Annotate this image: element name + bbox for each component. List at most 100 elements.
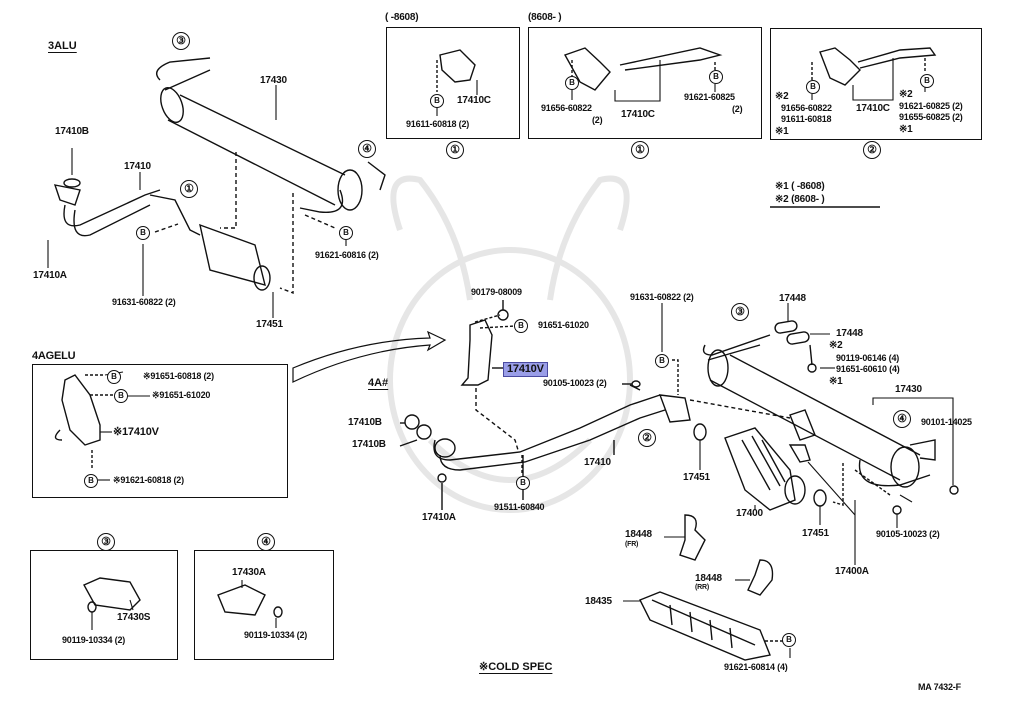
part-label-91656-60822[interactable]: 91656-60822 — [781, 103, 832, 113]
part-label-18435[interactable]: 18435 — [585, 596, 612, 607]
part-label-17400a[interactable]: 17400A — [835, 566, 869, 577]
part-label-17448[interactable]: 17448 — [779, 293, 806, 304]
bolt-marker-icon: B — [782, 633, 796, 647]
muffler-3alu — [156, 57, 386, 214]
watermark-emblem — [387, 175, 633, 513]
position-label-rr: (RR) — [695, 584, 709, 591]
diagram-reference: MA 7432-F — [918, 682, 961, 692]
bolt-marker-icon: B — [107, 370, 121, 384]
part-label-17430a[interactable]: 17430A — [232, 567, 266, 578]
part-label-17410c[interactable]: 17410C — [856, 103, 890, 114]
part-label-17410c[interactable]: 17410C — [621, 109, 655, 120]
part-label-90105-10023[interactable]: 90105-10023 (2) — [876, 529, 940, 539]
part-label-17430s[interactable]: 17430S — [117, 612, 151, 623]
part-label-18448-fr[interactable]: 18448 — [625, 529, 652, 540]
section-title-4agelu: 4AGELU — [32, 350, 76, 362]
part-label-91651-61020[interactable]: ※91651-61020 — [152, 390, 211, 400]
callout-1-early: ① — [446, 141, 464, 159]
part-label-91611-60818[interactable]: 91611-60818 — [781, 114, 832, 124]
position-label-fr: (FR) — [625, 541, 639, 548]
bolt-marker-icon: B — [84, 474, 98, 488]
bolt-marker-icon: B — [516, 476, 530, 490]
section-title-4a: 4A# — [368, 377, 389, 389]
part-label-17410a[interactable]: 17410A — [422, 512, 456, 523]
part-label-91651-60610[interactable]: 91651-60610 (4) — [836, 364, 900, 374]
callout-3-inset: ③ — [97, 533, 115, 551]
callout-4-main: ④ — [893, 410, 911, 428]
part-label-91621-60814[interactable]: 91621-60814 (4) — [724, 662, 788, 672]
part-label-17448[interactable]: 17448 — [836, 328, 863, 339]
part-label-90101-14025[interactable]: 90101-14025 — [921, 417, 972, 427]
heat-shield-18435 — [623, 591, 791, 661]
section-title-3alu: 3ALU — [48, 40, 77, 52]
part-label-90179-08009[interactable]: 90179-08009 — [471, 287, 522, 297]
part-label-91511-60840[interactable]: 91511-60840 — [494, 502, 545, 512]
part-label-17451[interactable]: 17451 — [683, 472, 710, 483]
part-label-90119-10334[interactable]: 90119-10334 (2) — [244, 630, 308, 640]
mark-2: ※2 — [899, 89, 913, 100]
part-label-17410c[interactable]: 17410C — [457, 95, 491, 106]
bolt-marker-icon: B — [565, 76, 579, 90]
qty-label: (2) — [592, 115, 603, 125]
part-label-18448-rr[interactable]: 18448 — [695, 573, 722, 584]
part-label-17451[interactable]: 17451 — [802, 528, 829, 539]
mark-1: ※1 — [775, 126, 789, 137]
part-label-91631-60822[interactable]: 91631-60822 (2) — [630, 292, 694, 302]
part-label-91621-60825[interactable]: 91621-60825 (2) — [899, 101, 963, 111]
callout-3-main: ③ — [731, 303, 749, 321]
callout-1: ① — [180, 180, 198, 198]
part-label-17410b[interactable]: 17410B — [55, 126, 89, 137]
callout-2: ② — [863, 141, 881, 159]
bolt-marker-icon: B — [430, 94, 444, 108]
part-label-17451[interactable]: 17451 — [256, 319, 283, 330]
part-label-17400[interactable]: 17400 — [736, 508, 763, 519]
mark-1: ※1 — [899, 124, 913, 135]
part-label-91656-60822[interactable]: 91656-60822 — [541, 103, 592, 113]
part-label-17410b[interactable]: 17410B — [348, 417, 382, 428]
mark-2: ※2 — [775, 91, 789, 102]
part-label-17430[interactable]: 17430 — [895, 384, 922, 395]
arrow-shape — [292, 330, 447, 383]
bolt-marker-icon: B — [114, 389, 128, 403]
muffler-4a — [702, 303, 959, 528]
part-label-90119-10334[interactable]: 90119-10334 (2) — [62, 635, 126, 645]
cold-spec-note: ※COLD SPEC — [479, 661, 553, 673]
callout-4-inset: ④ — [257, 533, 275, 551]
part-label-91655-60825[interactable]: 91655-60825 (2) — [899, 112, 963, 122]
part-label-17430[interactable]: 17430 — [260, 75, 287, 86]
bracket-17410v — [460, 300, 519, 451]
front-pipe-4a — [399, 380, 691, 510]
part-label-91651-60818[interactable]: ※91651-60818 (2) — [143, 371, 214, 381]
solid-leaders-3alu — [47, 85, 347, 318]
dashed-leaders-3alu — [154, 152, 336, 295]
part-label-91611-60818[interactable]: 91611-60818 (2) — [406, 119, 470, 129]
part-label-91651-61020[interactable]: 91651-61020 — [538, 320, 589, 330]
part-label-91621-60816[interactable]: 91621-60816 (2) — [315, 250, 379, 260]
part-label-90119-06146[interactable]: 90119-06146 (4) — [836, 353, 900, 363]
part-label-17410v[interactable]: ※17410V — [113, 426, 159, 438]
inset-box-4agelu — [32, 364, 288, 498]
part-label-17410v-highlighted[interactable]: 17410V — [503, 362, 548, 377]
mark-2: ※2 — [829, 340, 843, 351]
period-label-early: ( -8608) — [385, 12, 419, 23]
callout-2-main: ② — [638, 429, 656, 447]
part-label-17410[interactable]: 17410 — [124, 161, 151, 172]
bolt-marker-icon: B — [514, 319, 528, 333]
part-label-91621-60818[interactable]: ※91621-60818 (2) — [113, 475, 184, 485]
part-label-17410[interactable]: 17410 — [584, 457, 611, 468]
converter-17400 — [693, 423, 856, 565]
part-label-91631-60822[interactable]: 91631-60822 (2) — [112, 297, 176, 307]
callout-4: ④ — [358, 140, 376, 158]
part-label-17410b[interactable]: 17410B — [352, 439, 386, 450]
bolt-marker-icon: B — [806, 80, 820, 94]
part-label-17410a[interactable]: 17410A — [33, 270, 67, 281]
bolt-marker-icon: B — [136, 226, 150, 240]
callout-3: ③ — [172, 32, 190, 50]
legend-mark-2: ※2 (8608- ) — [775, 194, 825, 205]
bolt-marker-icon: B — [655, 354, 669, 368]
bolt-marker-icon: B — [709, 70, 723, 84]
bolt-marker-icon: B — [339, 226, 353, 240]
part-label-91621-60825[interactable]: 91621-60825 — [684, 92, 735, 102]
part-label-90105-10023[interactable]: 90105-10023 (2) — [543, 378, 607, 388]
